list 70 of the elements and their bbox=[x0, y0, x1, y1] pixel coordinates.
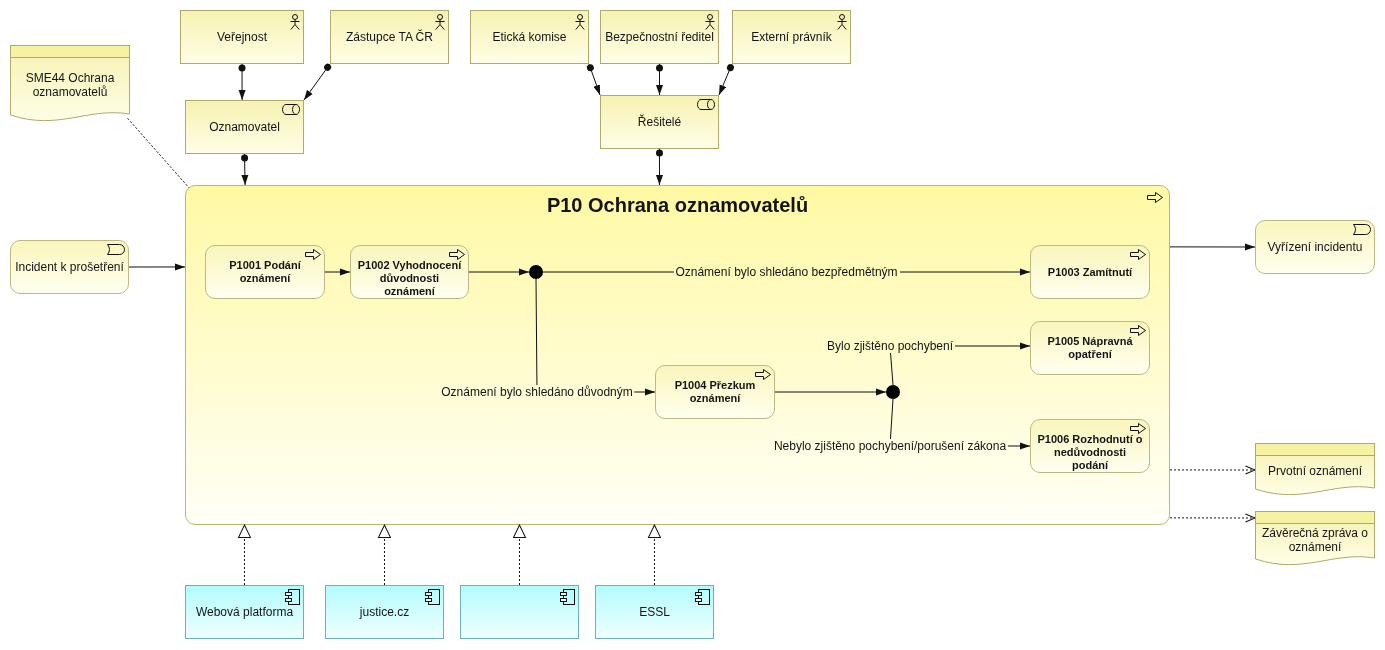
edge-label: Bylo zjištěno pochybení bbox=[824, 339, 956, 353]
document-shape bbox=[10, 45, 130, 123]
arrow bbox=[468, 268, 530, 276]
component-box bbox=[460, 585, 579, 639]
junction-dot bbox=[886, 385, 900, 399]
arrow bbox=[1169, 513, 1256, 523]
node-label: P1005 Nápravná opatření bbox=[1046, 335, 1134, 361]
arrow bbox=[1169, 465, 1256, 475]
arrow bbox=[718, 63, 734, 96]
arrow bbox=[586, 63, 601, 96]
container-title: P10 Ochrana oznamovatelů bbox=[546, 193, 809, 218]
node-label: Prvotní oznámení bbox=[1267, 464, 1363, 478]
node-label: Incident k prošetření bbox=[15, 260, 124, 274]
document-shape bbox=[1255, 511, 1375, 567]
arrow bbox=[1169, 243, 1256, 251]
component-box bbox=[325, 585, 444, 639]
arrow bbox=[241, 153, 249, 186]
node-label: Bezpečnostní ředitel bbox=[605, 30, 714, 44]
actor-box bbox=[600, 10, 719, 64]
process-box bbox=[1030, 245, 1150, 299]
junction-dot bbox=[529, 265, 543, 279]
component-box bbox=[595, 585, 714, 639]
node-label: P1006 Rozhodnutí o nedůvodnosti podání bbox=[1036, 432, 1144, 472]
arrow bbox=[238, 63, 246, 101]
node-label: P1002 Vyhodnocení důvodnosti oznámení bbox=[356, 258, 463, 298]
actor-box bbox=[180, 10, 304, 64]
arrow bbox=[513, 524, 526, 586]
arrow bbox=[377, 524, 391, 586]
node-label: justice.cz bbox=[359, 605, 410, 619]
node-label: Veřejnost bbox=[216, 30, 267, 44]
actor-box bbox=[732, 10, 851, 64]
arrow bbox=[656, 63, 663, 96]
process-box bbox=[1030, 321, 1150, 375]
arrow bbox=[303, 63, 332, 101]
edge-label: Nebylo zjištěno pochybení/porušení zákona bbox=[771, 439, 1009, 453]
connector-line bbox=[127, 117, 190, 189]
process-box bbox=[1030, 419, 1150, 473]
process-group-box bbox=[185, 185, 1170, 525]
process-box bbox=[205, 245, 325, 299]
role-box bbox=[600, 95, 719, 149]
arrow bbox=[774, 388, 887, 396]
node-label: Zástupce TA ČR bbox=[346, 30, 433, 44]
document-shape bbox=[1255, 443, 1375, 497]
actor-box bbox=[330, 10, 449, 64]
node-label: P1001 Podání oznámení bbox=[228, 259, 302, 285]
node-label: ESSL bbox=[639, 605, 670, 619]
arrow bbox=[238, 524, 251, 586]
arrow bbox=[324, 268, 351, 276]
arrow bbox=[656, 148, 663, 186]
actor-box bbox=[470, 10, 589, 64]
component-box bbox=[185, 585, 304, 639]
arrow bbox=[647, 524, 661, 586]
node-label: P1003 Zamítnutí bbox=[1047, 265, 1133, 279]
node-label: Vyřízení incidentu bbox=[1267, 240, 1363, 254]
event-box bbox=[10, 240, 129, 294]
node-label: Závěrečná zpráva o oznámení bbox=[1260, 526, 1370, 554]
edge-label: Oznámení bylo shledáno bezpředmětným bbox=[673, 265, 900, 279]
event-box bbox=[1255, 220, 1375, 274]
node-label: Webová platforma bbox=[195, 605, 294, 619]
arrow bbox=[128, 263, 186, 271]
node-label: Etická komise bbox=[492, 30, 567, 44]
node-label: Řešitelé bbox=[637, 115, 682, 129]
node-label: Externí právník bbox=[751, 30, 832, 44]
process-box bbox=[350, 245, 469, 299]
node-label: SME44 Ochrana oznamovatelů bbox=[24, 71, 116, 99]
node-label: P1004 Přezkum oznámení bbox=[673, 379, 757, 405]
node-label: Oznamovatel bbox=[209, 120, 280, 134]
edge-label: Oznámení bylo shledáno důvodným bbox=[439, 385, 635, 399]
role-box bbox=[185, 100, 304, 154]
process-box bbox=[655, 365, 775, 419]
